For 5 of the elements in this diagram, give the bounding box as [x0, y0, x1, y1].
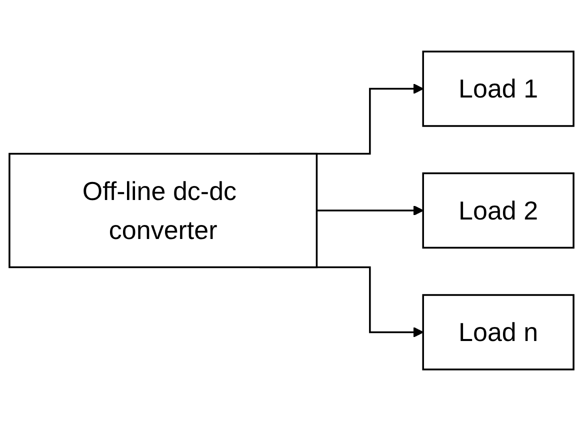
arrow [316, 205, 424, 216]
node-box: Load 1 [422, 50, 574, 127]
node-box: Load n [422, 294, 574, 370]
node-box: Off-line dc-dc converter [8, 152, 318, 268]
node-box: Load 2 [422, 172, 574, 249]
